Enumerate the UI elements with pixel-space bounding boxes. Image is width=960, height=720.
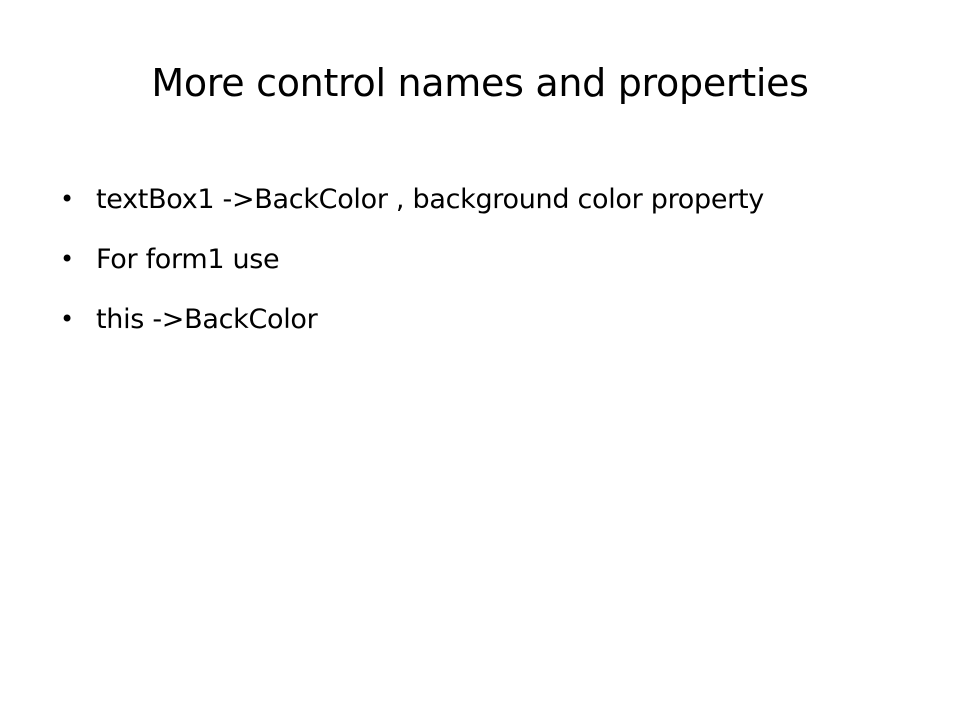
list-item: • this ->BackColor	[58, 298, 858, 341]
bullet-text: textBox1 ->BackColor , background color …	[96, 184, 764, 215]
bullet-text: this ->BackColor	[96, 304, 318, 335]
bullet-icon: •	[60, 185, 74, 213]
bullet-icon: •	[60, 245, 74, 273]
slide-title: More control names and properties	[151, 61, 809, 105]
list-item: • For form1 use	[58, 238, 858, 281]
bullet-icon: •	[60, 305, 74, 333]
bullet-list: • textBox1 ->BackColor , background colo…	[58, 178, 858, 358]
bullet-text: For form1 use	[96, 244, 280, 275]
list-item: • textBox1 ->BackColor , background colo…	[58, 178, 858, 221]
